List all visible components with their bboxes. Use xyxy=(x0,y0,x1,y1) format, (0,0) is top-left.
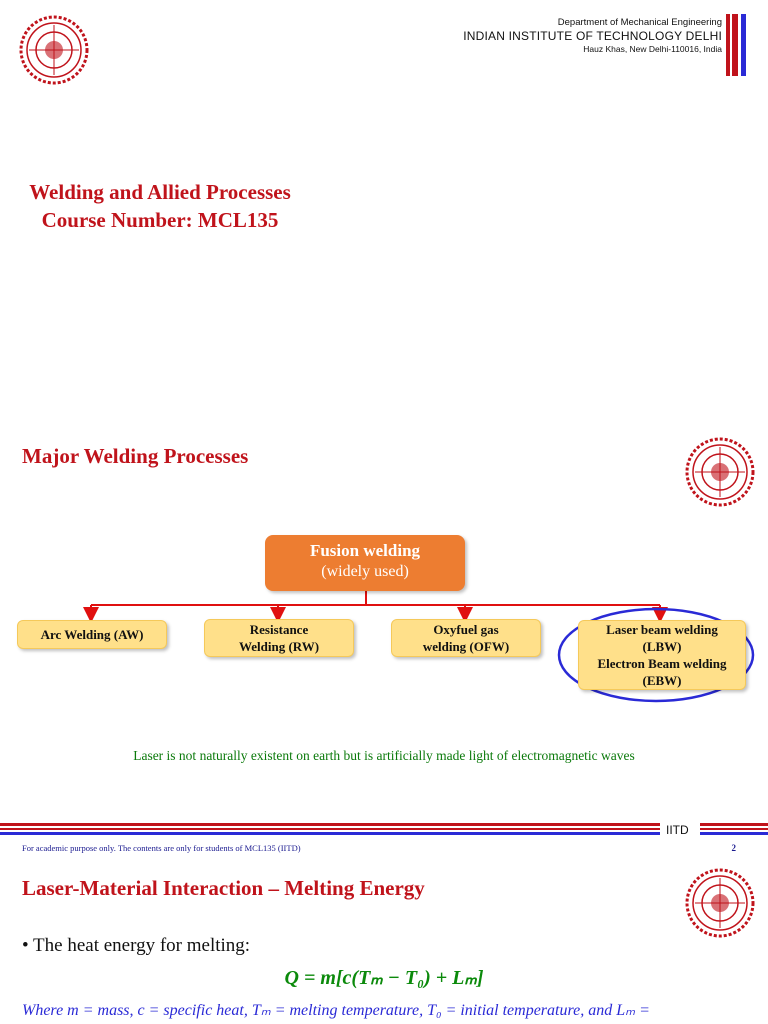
iitd-brand: IITD xyxy=(666,823,689,837)
process-box-rw: Resistance Welding (RW) xyxy=(204,619,354,657)
heat-energy-bullet: • The heat energy for melting: xyxy=(22,935,251,956)
slide3-title: Laser-Material Interaction – Melting Ene… xyxy=(22,876,425,900)
process-box-lbw-ebw: Laser beam welding (LBW) Electron Beam w… xyxy=(578,620,746,690)
fusion-welding-label: Fusion welding xyxy=(309,541,421,560)
process-line: (EBW) xyxy=(642,673,682,688)
header-institution: Department of Mechanical Engineering IND… xyxy=(463,17,722,55)
department-name: Department of Mechanical Engineering xyxy=(557,17,722,28)
page-number: 2 xyxy=(731,843,737,853)
process-line: Welding (RW) xyxy=(238,639,320,654)
slide2-title: Major Welding Processes xyxy=(22,444,249,468)
process-line: Electron Beam welding xyxy=(597,656,727,671)
laser-note: Laser is not naturally existent on earth… xyxy=(133,748,635,763)
iitd-logo-slide3 xyxy=(685,868,755,938)
seal-icon xyxy=(685,437,755,507)
course-title: Welding and Allied Processes xyxy=(29,180,291,204)
course-title-block: Welding and Allied Processes Course Numb… xyxy=(0,178,320,234)
process-line: welding (OFW) xyxy=(422,639,510,654)
iitd-logo xyxy=(19,15,89,85)
institute-name: INDIAN INSTITUTE OF TECHNOLOGY DELHI xyxy=(463,29,722,43)
iitd-logo-slide2 xyxy=(685,437,755,507)
formula-legend: Where m = mass, c = specific heat, Tₘ = … xyxy=(22,1002,650,1019)
seal-icon xyxy=(19,15,89,85)
seal-icon xyxy=(685,868,755,938)
process-line: Laser beam welding xyxy=(606,622,718,637)
fusion-welding-sub: (widely used) xyxy=(321,563,409,580)
process-line: Resistance xyxy=(249,622,309,637)
process-line: Arc Welding (AW) xyxy=(40,627,144,642)
process-box-ofw: Oxyfuel gas welding (OFW) xyxy=(391,619,541,657)
process-box-aw: Arc Welding (AW) xyxy=(17,620,167,649)
melting-energy-formula: Q = m[c(Tₘ − T₀) + Lₘ] xyxy=(284,967,484,989)
fusion-welding-box: Fusion welding (widely used) xyxy=(265,535,465,591)
process-line: (LBW) xyxy=(642,639,682,654)
institute-address: Hauz Khas, New Delhi-110016, India xyxy=(583,44,722,54)
footer-disclaimer: For academic purpose only. The contents … xyxy=(22,843,301,853)
process-line: Oxyfuel gas xyxy=(433,622,499,637)
course-number: Course Number: MCL135 xyxy=(41,208,279,232)
header-stripes xyxy=(726,14,746,76)
